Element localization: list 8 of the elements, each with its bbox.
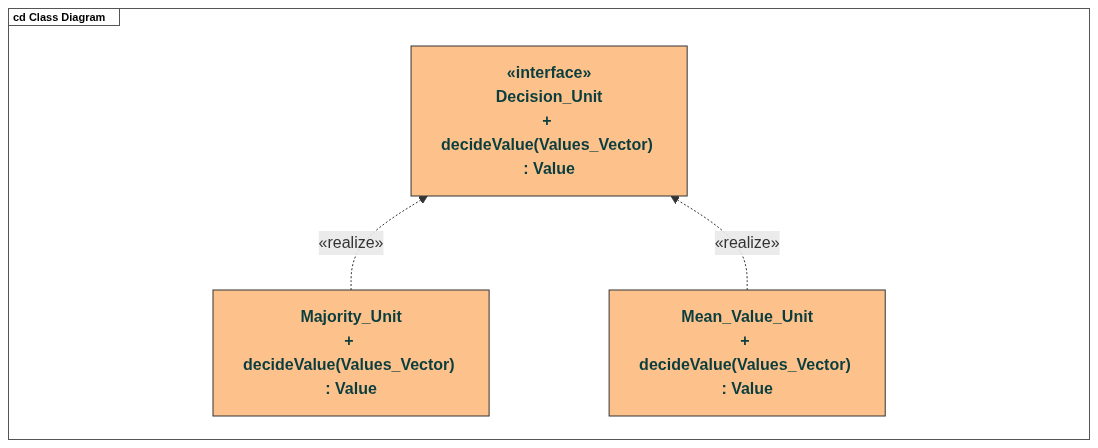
node-box: Mean_Value_Unit + decideValue(Values_Vector) : Value bbox=[608, 289, 886, 417]
frame-title: cd Class Diagram bbox=[9, 9, 121, 26]
edge-label: «realize» bbox=[714, 234, 780, 251]
edge-label: «realize» bbox=[318, 234, 384, 251]
arrow bbox=[670, 195, 748, 291]
arrow bbox=[350, 195, 428, 291]
node-box: «interface» Decision_Unit + decideValue(Values_Vector) : Value bbox=[410, 45, 688, 197]
node-box: Majority_Unit + decideValue(Values_Vector) : Value bbox=[212, 289, 490, 417]
